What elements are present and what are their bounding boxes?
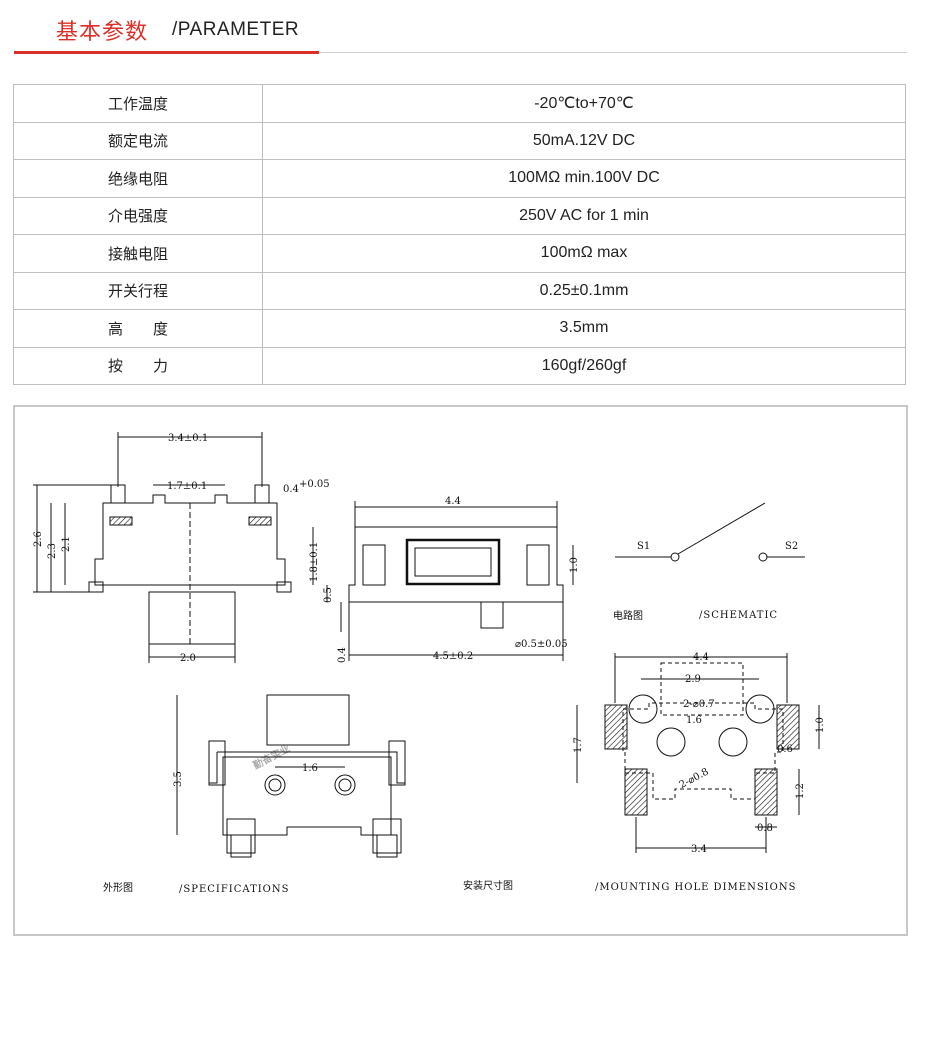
param-value: -20℃to+70℃ [262, 84, 906, 123]
table-row: 介电强度 250V AC for 1 min [13, 196, 906, 235]
dim-mount-hole1: 2-⌀0.7 [683, 699, 715, 710]
header-divider [14, 52, 907, 53]
bottom-view: 1.6 3.5 [173, 694, 406, 858]
table-row: 按 力 160gf/260gf [13, 346, 906, 385]
schematic-s2: S2 [785, 541, 798, 552]
param-value: 100mΩ max [262, 234, 906, 273]
dim-mount-hole2: 2-⌀0.8 [678, 766, 711, 791]
param-value: 3.5mm [262, 309, 906, 348]
dim-side-top: 4.4 [445, 496, 461, 507]
param-key: 工作温度 [13, 84, 263, 123]
dim-front-pin-tol: +0.05 [299, 479, 330, 490]
parameter-table: 工作温度 -20℃to+70℃ 额定电流 50mA.12V DC 绝缘电阻 10… [13, 84, 906, 385]
table-row: 接触电阻 100mΩ max [13, 234, 906, 273]
caption-spec-en: /SPECIFICATIONS [179, 884, 289, 895]
table-row: 开关行程 0.25±0.1mm [13, 271, 906, 310]
schematic-s1: S1 [637, 541, 650, 552]
dim-front-h2: 2.3 [47, 543, 58, 559]
table-row: 工作温度 -20℃to+70℃ [13, 84, 906, 123]
dim-mount-pad2: 0.8 [757, 823, 773, 834]
dim-front-base: 2.0 [180, 653, 196, 664]
mounting-footprint: 4.4 2.9 2-⌀0.7 1.6 2-⌀0.8 1.7 1.0 0.6 1.… [573, 652, 826, 855]
param-value: 100MΩ min.100V DC [262, 159, 906, 198]
technical-drawing: 勤奋实业 3.4±0.1 1.7±0.1 0.4 +0.05 [33, 432, 826, 895]
dim-mount-r: 1.0 [815, 717, 826, 733]
dim-mount-width2: 2.9 [685, 674, 701, 685]
param-key: 高 度 [13, 309, 263, 348]
dim-front-pin: 0.4 [283, 484, 299, 495]
section-title-cn: 基本参数 [56, 20, 149, 45]
param-value: 0.25±0.1mm [262, 271, 906, 310]
param-key: 介电强度 [13, 196, 263, 235]
dim-front-inner: 1.7±0.1 [167, 481, 207, 492]
param-key: 按 力 [13, 346, 263, 385]
dim-mount-width: 4.4 [693, 652, 709, 663]
dim-mount-bw: 3.4 [691, 844, 707, 855]
caption-spec-cn: 外形图 [103, 882, 133, 894]
dim-side-h2: 0.5 [323, 587, 334, 603]
drawing-panel: 勤奋实业 3.4±0.1 1.7±0.1 0.4 +0.05 [13, 405, 908, 936]
caption-schematic-cn: 电路图 [613, 609, 643, 622]
table-row: 绝缘电阻 100MΩ min.100V DC [13, 159, 906, 198]
dim-side-hole: ⌀0.5±0.05 [515, 639, 568, 650]
caption-mount-en: /MOUNTING HOLE DIMENSIONS [595, 882, 796, 893]
header-accent-bar [14, 51, 319, 54]
dim-mount-pitch: 1.6 [686, 715, 702, 726]
schematic-diagram: S1 S2 [615, 502, 805, 562]
dim-mount-h2: 1.2 [795, 783, 806, 799]
dim-mount-h: 1.7 [573, 737, 584, 753]
table-row: 高 度 3.5mm [13, 309, 906, 348]
dim-front-h1: 2.6 [33, 531, 44, 547]
dim-front-h3: 2.1 [61, 536, 72, 552]
dim-mount-pad: 0.6 [777, 744, 793, 755]
dim-side-h3: 0.4 [337, 647, 348, 663]
dim-bot-pitch: 1.6 [302, 763, 318, 774]
dim-front-width: 3.4±0.1 [168, 433, 208, 444]
dim-side-h: 1.8±0.1 [309, 542, 320, 582]
dim-bot-h: 3.5 [173, 771, 184, 787]
param-value: 160gf/260gf [262, 346, 906, 385]
side-view: 4.4 ⌀0.5±0.05 1.8±0.1 0.5 0.4 1.0 4.5±0.… [309, 496, 580, 663]
dim-side-r: 1.0 [569, 557, 580, 573]
param-value: 50mA.12V DC [262, 121, 906, 160]
param-value: 250V AC for 1 min [262, 196, 906, 235]
param-key: 绝缘电阻 [13, 159, 263, 198]
front-view: 3.4±0.1 1.7±0.1 0.4 +0.05 2.0 [33, 432, 330, 664]
caption-schematic-en: /SCHEMATIC [699, 610, 778, 621]
section-header: 基本参数 /PARAMETER [0, 0, 931, 56]
param-key: 接触电阻 [13, 234, 263, 273]
dim-side-w: 4.5±0.2 [433, 651, 473, 662]
param-key: 额定电流 [13, 121, 263, 160]
section-title-en: /PARAMETER [172, 19, 300, 40]
table-row: 额定电流 50mA.12V DC [13, 121, 906, 160]
caption-mount-cn: 安装尺寸图 [463, 879, 513, 892]
param-key: 开关行程 [13, 271, 263, 310]
